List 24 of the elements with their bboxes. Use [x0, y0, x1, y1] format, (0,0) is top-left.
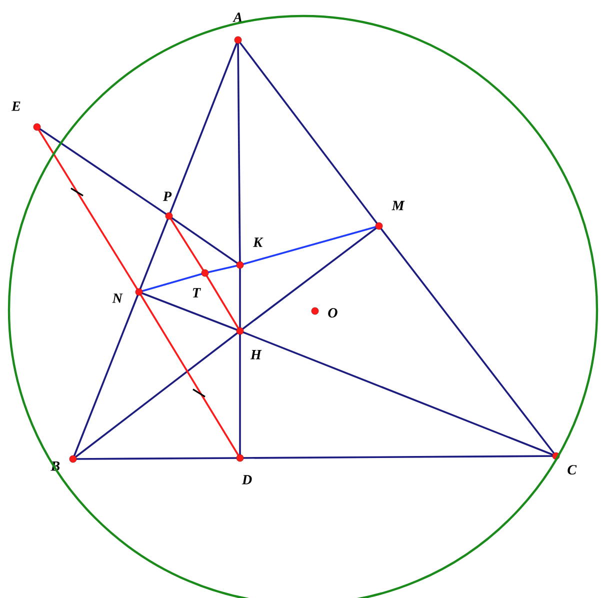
- point: P: [163, 192, 173, 220]
- point: N: [112, 288, 143, 303]
- point: H: [236, 327, 262, 360]
- node-label: A: [232, 12, 242, 22]
- line-segment: [168, 216, 206, 274]
- line-segment: [36, 126, 170, 217]
- node-label: E: [11, 102, 20, 111]
- point: E: [11, 102, 41, 131]
- node-label: C: [568, 465, 577, 474]
- point: M: [375, 200, 405, 230]
- point: A: [232, 12, 242, 44]
- node-label: K: [253, 238, 264, 247]
- point: D: [236, 454, 252, 484]
- node-label: N: [112, 294, 123, 303]
- point: C: [552, 452, 577, 474]
- node-label: O: [328, 308, 338, 318]
- node-label: M: [392, 200, 405, 210]
- node-label: H: [250, 350, 262, 360]
- point: T: [192, 269, 209, 298]
- node-label: T: [192, 288, 201, 298]
- node-label: P: [163, 192, 172, 201]
- point: O: [311, 307, 338, 318]
- node-label: D: [242, 475, 252, 484]
- point: K: [236, 238, 264, 269]
